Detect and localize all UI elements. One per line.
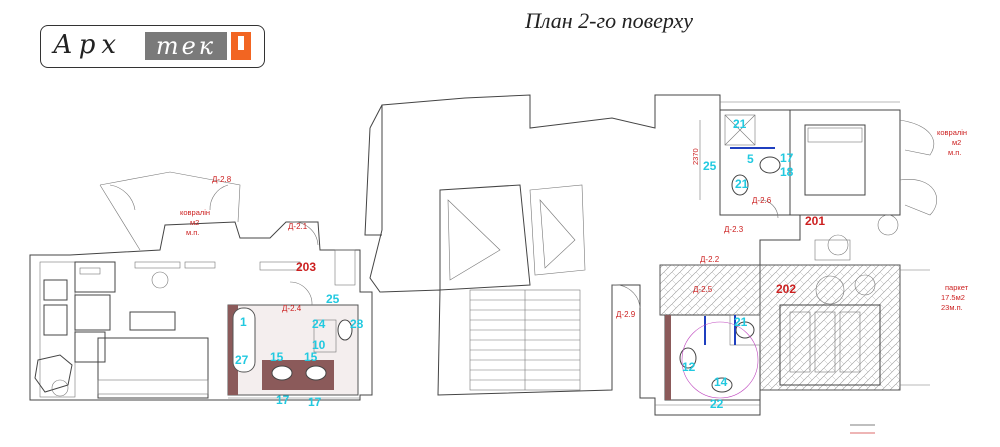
logo-orange-mark — [231, 32, 251, 60]
fixture-label: 24 — [312, 317, 326, 331]
fixture-label: 15 — [270, 350, 284, 364]
fixture-label: 15 — [304, 350, 318, 364]
bed-201 — [804, 124, 866, 196]
fixture-label: 25 — [326, 292, 340, 306]
fixture-label: 17 — [780, 151, 794, 165]
bed-left — [97, 337, 209, 399]
sofa-group — [779, 304, 881, 386]
stair-block-upper — [439, 184, 531, 291]
fixture-label: 18 — [780, 165, 794, 179]
fixture-label: 25 — [703, 159, 717, 173]
left-wing-outline — [29, 221, 373, 401]
door-label-d29: Д-2.9 — [616, 310, 636, 319]
toilet-left — [337, 319, 353, 341]
door-label-d26: Д-2.6 — [752, 196, 772, 205]
door-label-d25: Д-2.5 — [693, 285, 713, 294]
door-label-d28: Д-2.8 — [212, 175, 232, 184]
door-label-d24: Д-2.4 — [282, 304, 302, 313]
dimension-lines — [228, 101, 930, 406]
fixture-label: 5 — [747, 152, 754, 166]
fixture-label: 17 — [276, 393, 290, 407]
bedroom-201 — [789, 109, 901, 216]
fixture-label: 21 — [735, 177, 749, 191]
fixture-label: 14 — [714, 375, 728, 389]
door-label-d21: Д-2.1 — [288, 222, 308, 231]
fixture-label: 21 — [734, 315, 748, 329]
dimension-2370: 2370 — [691, 148, 700, 165]
parquet-note: паркет 17.5м2 23м.п. — [941, 283, 970, 312]
plan-title: План 2-го поверху — [525, 8, 693, 33]
logo-text-tek: тек — [145, 32, 227, 60]
room-label-203: 203 — [296, 260, 316, 274]
fixture-label: 21 — [733, 117, 747, 131]
fixture-label: 17 — [308, 395, 322, 409]
bathtub — [232, 307, 256, 373]
fixture-label: 10 — [312, 338, 326, 352]
fixture-label: 12 — [682, 360, 696, 374]
stair-steps — [470, 290, 580, 390]
fixture-label: 28 — [350, 317, 364, 331]
carpet-note-left: ковралін м2 м.п. — [180, 208, 212, 237]
armchair-left — [34, 354, 73, 393]
fixture-label: 27 — [235, 353, 249, 367]
arhtek-logo: Арх тек — [40, 25, 265, 68]
fixture-label: 1 — [240, 315, 247, 329]
room-label-201: 201 — [805, 214, 825, 228]
logo-text-ark: Арх — [53, 30, 122, 60]
living-room-202 — [759, 264, 901, 391]
door-label-d23: Д-2.3 — [724, 225, 744, 234]
room-label-202: 202 — [776, 282, 796, 296]
carpet-note-right: ковралін м2 м.п. — [937, 128, 969, 157]
fixture-label: 22 — [710, 397, 724, 411]
door-label-d22: Д-2.2 — [700, 255, 720, 264]
